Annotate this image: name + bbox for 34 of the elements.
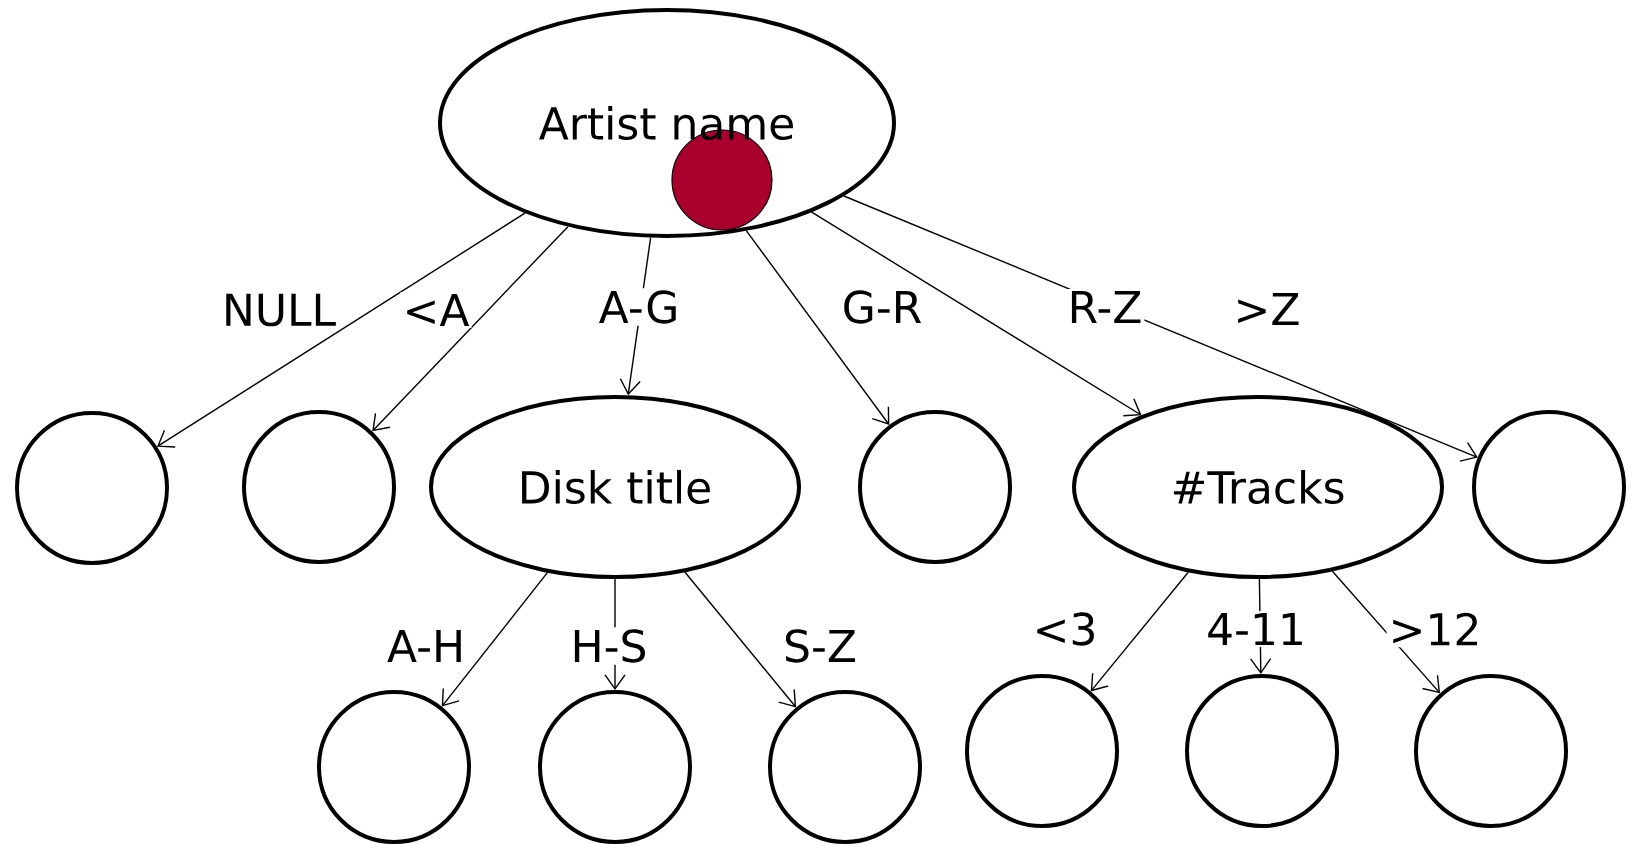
- empty-circle-node: [1472, 410, 1626, 564]
- edge-label: >Z: [1231, 290, 1303, 328]
- empty-circle-node: [242, 410, 396, 564]
- ellipse-node: #Tracks: [1072, 395, 1444, 579]
- arrow: [1331, 570, 1441, 694]
- edge-label: <A: [400, 291, 472, 329]
- empty-circle-node: [538, 690, 692, 844]
- arrow: [811, 211, 1142, 417]
- empty-circle-node: [15, 411, 169, 565]
- arrow: [157, 212, 526, 448]
- arrow: [441, 572, 549, 707]
- ellipse-node: Artist name: [438, 8, 896, 238]
- empty-circle-node: [1414, 674, 1568, 828]
- empty-circle-node: [858, 410, 1012, 564]
- edge-label: NULL: [219, 291, 339, 329]
- edge-label: <3: [1030, 610, 1100, 648]
- arrow: [1090, 571, 1189, 692]
- arrow: [684, 571, 797, 708]
- edge-label: A-G: [596, 288, 682, 326]
- edge-label: H-S: [568, 627, 650, 665]
- empty-circle-node: [1185, 674, 1339, 828]
- arrow: [843, 195, 1478, 462]
- edge-label: R-Z: [1065, 288, 1145, 326]
- empty-circle-node: [317, 690, 471, 844]
- arrow: [745, 230, 890, 425]
- edge-label: >12: [1386, 610, 1484, 648]
- edge-label: 4-11: [1204, 610, 1308, 648]
- edge-label: A-H: [384, 627, 468, 665]
- arrow: [372, 225, 569, 432]
- edge-label: S-Z: [781, 627, 859, 665]
- ellipse-node: Disk title: [429, 395, 801, 579]
- edge-label: G-R: [839, 288, 925, 326]
- empty-circle-node: [965, 674, 1119, 828]
- empty-circle-node: [768, 690, 922, 844]
